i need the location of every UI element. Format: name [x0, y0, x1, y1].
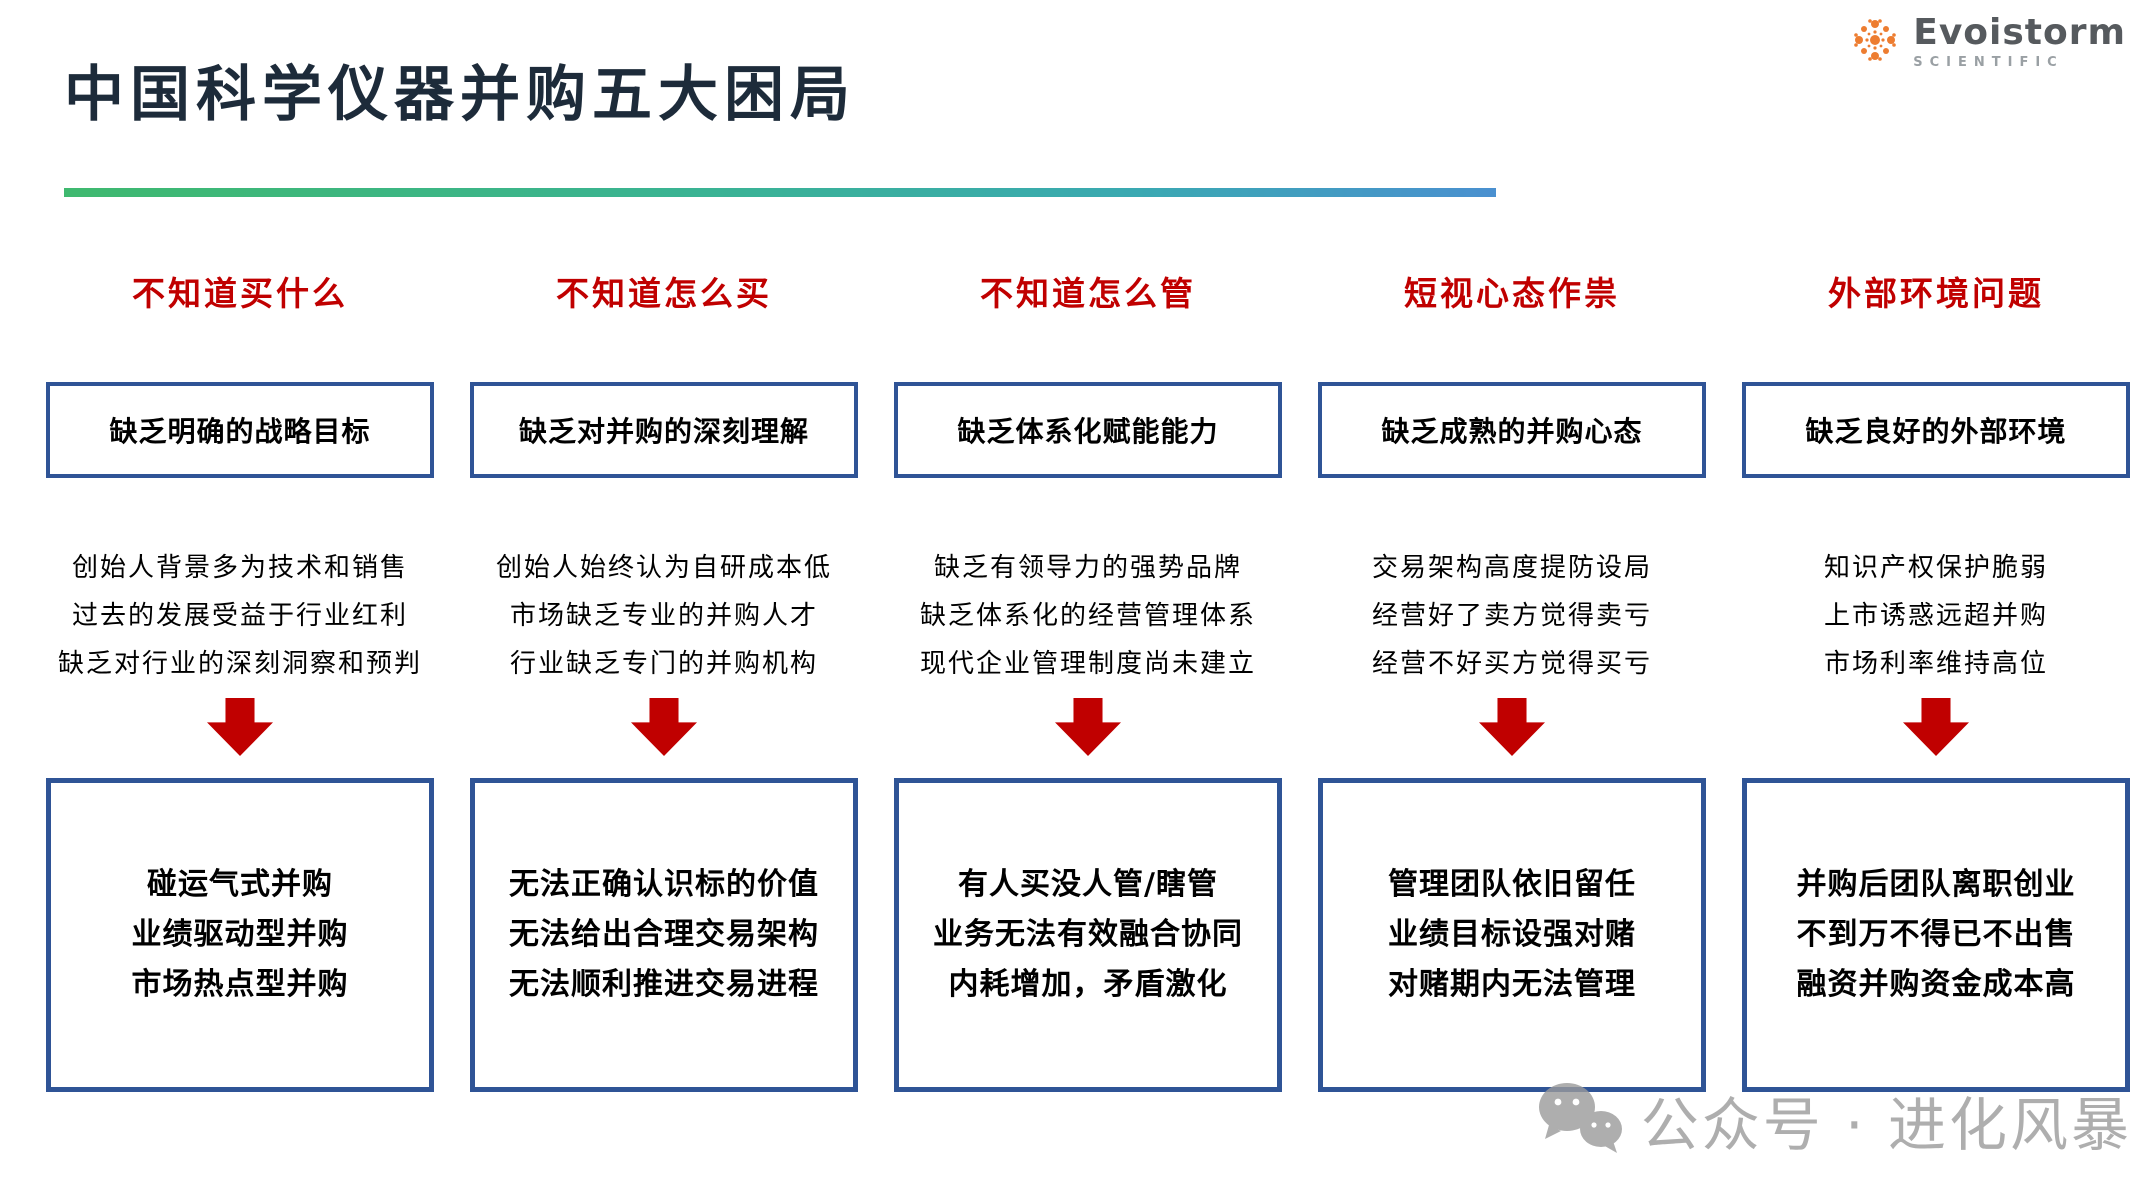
problem-label: 缺乏对并购的深刻理解 [518, 415, 809, 448]
result-line: 业绩目标设强对赌 [1388, 917, 1636, 952]
arrow-wrap [1479, 698, 1545, 756]
result-line: 对赌期内无法管理 [1388, 967, 1636, 1002]
result-box: 有人买没人管/瞎管 业务无法有效融合协同 内耗增加，矛盾激化 [894, 778, 1282, 1092]
down-arrow-icon [207, 698, 273, 756]
down-arrow-icon [1055, 698, 1121, 756]
column-3-how-to-manage: 不知道怎么管 缺乏体系化赋能能力 缺乏有领导力的强势品牌 缺乏体系化的经营管理体… [894, 272, 1282, 1092]
columns-grid: 不知道买什么 缺乏明确的战略目标 创始人背景多为技术和销售 过去的发展受益于行业… [46, 272, 2130, 1092]
logo-subtitle: SCIENTIFIC [1913, 55, 2064, 70]
column-header: 不知道怎么管 [980, 274, 1196, 313]
arrow-wrap [207, 698, 273, 756]
problem-box: 缺乏体系化赋能能力 [894, 382, 1282, 478]
cause-list: 知识产权保护脆弱 上市诱惑远超并购 市场利率维持高位 [1824, 544, 2048, 688]
cause-line: 交易架构高度提防设局 [1371, 553, 1652, 583]
result-box: 碰运气式并购 业绩驱动型并购 市场热点型并购 [46, 778, 434, 1092]
result-line: 无法正确认识标的价值 [509, 867, 819, 902]
column-1-what-to-buy: 不知道买什么 缺乏明确的战略目标 创始人背景多为技术和销售 过去的发展受益于行业… [46, 272, 434, 1092]
result-line: 无法顺利推进交易进程 [509, 967, 819, 1002]
cause-line: 缺乏体系化的经营管理体系 [919, 601, 1256, 631]
cause-line: 创始人背景多为技术和销售 [71, 553, 408, 583]
cause-line: 知识产权保护脆弱 [1823, 553, 2048, 583]
down-arrow-icon [1479, 698, 1545, 756]
column-2-how-to-buy: 不知道怎么买 缺乏对并购的深刻理解 创始人始终认为自研成本低 市场缺乏专业的并购… [470, 272, 858, 1092]
cause-line: 现代企业管理制度尚未建立 [919, 649, 1256, 679]
watermark-text: 公众号 · 进化风暴 [1640, 1091, 2132, 1159]
problem-label: 缺乏良好的外部环境 [1805, 415, 2067, 448]
cause-list: 缺乏有领导力的强势品牌 缺乏体系化的经营管理体系 现代企业管理制度尚未建立 [920, 544, 1256, 688]
logo-name: Evoistorm [1913, 12, 2126, 53]
result-line: 业绩驱动型并购 [131, 917, 349, 952]
result-line: 市场热点型并购 [131, 967, 349, 1002]
evoistorm-logo: Evoistorm SCIENTIFIC [1847, 12, 2126, 72]
down-arrow-icon [1903, 698, 1969, 756]
result-line: 融资并购资金成本高 [1796, 967, 2076, 1002]
column-4-short-sighted: 短视心态作祟 缺乏成熟的并购心态 交易架构高度提防设局 经营好了卖方觉得卖亏 经… [1318, 272, 1706, 1092]
cause-list: 创始人背景多为技术和销售 过去的发展受益于行业红利 缺乏对行业的深刻洞察和预判 [58, 544, 422, 688]
cause-line: 市场缺乏专业的并购人才 [509, 601, 818, 631]
column-5-external-environment: 外部环境问题 缺乏良好的外部环境 知识产权保护脆弱 上市诱惑远超并购 市场利率维… [1742, 272, 2130, 1092]
title-underline [64, 188, 1496, 197]
result-box: 无法正确认识标的价值 无法给出合理交易架构 无法顺利推进交易进程 [470, 778, 858, 1092]
result-line: 不到万不得已不出售 [1796, 917, 2076, 952]
result-line: 管理团队依旧留任 [1388, 867, 1636, 902]
cause-line: 创始人始终认为自研成本低 [495, 553, 832, 583]
wechat-icon [1535, 1079, 1627, 1161]
problem-box: 缺乏明确的战略目标 [46, 382, 434, 478]
column-header: 短视心态作祟 [1404, 274, 1620, 313]
cause-list: 交易架构高度提防设局 经营好了卖方觉得卖亏 经营不好买方觉得买亏 [1372, 544, 1652, 688]
problem-label: 缺乏明确的战略目标 [109, 415, 371, 448]
column-header: 不知道怎么买 [556, 274, 772, 313]
down-arrow-icon [631, 698, 697, 756]
column-header: 外部环境问题 [1828, 274, 2044, 313]
result-line: 无法给出合理交易架构 [509, 917, 819, 952]
cause-line: 过去的发展受益于行业红利 [71, 601, 408, 631]
result-line: 有人买没人管/瞎管 [958, 867, 1218, 902]
arrow-wrap [1055, 698, 1121, 756]
problem-box: 缺乏对并购的深刻理解 [470, 382, 858, 478]
evoistorm-starburst-icon [1847, 12, 1903, 72]
arrow-wrap [631, 698, 697, 756]
result-box: 管理团队依旧留任 业绩目标设强对赌 对赌期内无法管理 [1318, 778, 1706, 1092]
arrow-wrap [1903, 698, 1969, 756]
cause-line: 经营好了卖方觉得卖亏 [1371, 601, 1652, 631]
problem-label: 缺乏体系化赋能能力 [957, 415, 1219, 448]
cause-line: 上市诱惑远超并购 [1823, 601, 2048, 631]
result-line: 内耗增加，矛盾激化 [948, 967, 1228, 1002]
cause-line: 缺乏对行业的深刻洞察和预判 [57, 649, 422, 679]
cause-list: 创始人始终认为自研成本低 市场缺乏专业的并购人才 行业缺乏专门的并购机构 [496, 544, 832, 688]
problem-box: 缺乏成熟的并购心态 [1318, 382, 1706, 478]
watermark: 公众号 · 进化风暴 [1535, 1078, 2132, 1162]
result-line: 业务无法有效融合协同 [933, 917, 1243, 952]
problem-box: 缺乏良好的外部环境 [1742, 382, 2130, 478]
page-title: 中国科学仪器并购五大困局 [64, 60, 856, 130]
cause-line: 市场利率维持高位 [1823, 649, 2048, 679]
cause-line: 经营不好买方觉得买亏 [1371, 649, 1652, 679]
result-box: 并购后团队离职创业 不到万不得已不出售 融资并购资金成本高 [1742, 778, 2130, 1092]
result-line: 并购后团队离职创业 [1796, 867, 2076, 902]
problem-label: 缺乏成熟的并购心态 [1381, 415, 1643, 448]
cause-line: 缺乏有领导力的强势品牌 [933, 553, 1242, 583]
result-line: 碰运气式并购 [147, 867, 333, 902]
column-header: 不知道买什么 [132, 274, 348, 313]
cause-line: 行业缺乏专门的并购机构 [509, 649, 818, 679]
